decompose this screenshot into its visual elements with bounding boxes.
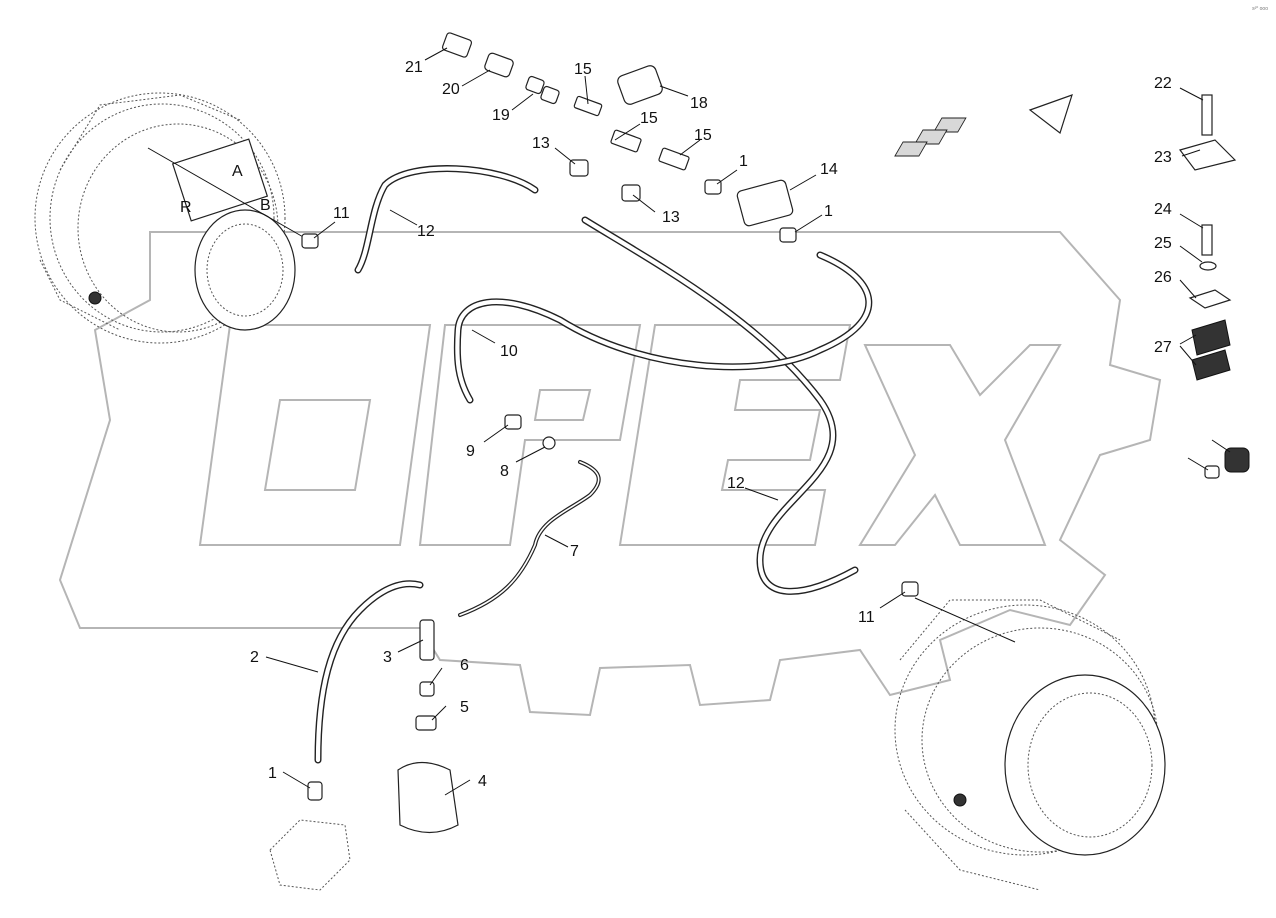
callout-labels: 21 20 19 15 18 15 15 13 13 1 14 1 11 12 … xyxy=(250,59,1172,790)
direction-arrow xyxy=(1028,94,1073,134)
callout-10: 10 xyxy=(500,343,518,360)
hose-10 xyxy=(453,251,873,404)
opex-watermark xyxy=(58,231,1162,717)
callout-9: 9 xyxy=(466,443,475,460)
callout-1-right: 1 xyxy=(824,203,833,220)
callout-11-right: 11 xyxy=(858,609,875,626)
callout-3: 3 xyxy=(383,649,392,666)
watermark-letter-o xyxy=(198,324,432,546)
hose-2 xyxy=(314,580,424,764)
corner-code-mark: s²⁰ ooo xyxy=(1252,6,1268,12)
callout-12-right: 12 xyxy=(727,475,745,492)
callout-13-top: 13 xyxy=(532,135,550,152)
hose-set xyxy=(314,165,873,764)
callout-21: 23 xyxy=(1154,149,1172,166)
fittings xyxy=(269,32,1250,891)
callout-24: 26 xyxy=(1154,269,1172,286)
callout-20: 22 xyxy=(1154,75,1172,92)
callout-18: 20 xyxy=(442,81,460,98)
watermark-letter-x xyxy=(858,344,1062,546)
watermark-letter-p xyxy=(418,324,642,546)
callout-15-top: 15 xyxy=(574,61,592,78)
callout-23: 25 xyxy=(1154,235,1172,252)
motor-port-mark-b: B xyxy=(260,197,271,214)
callout-17: 19 xyxy=(492,107,510,124)
watermark-gear-outline xyxy=(58,231,1162,717)
callout-7: 7 xyxy=(570,543,579,560)
callout-4: 4 xyxy=(478,773,487,790)
callout-8: 8 xyxy=(500,463,509,480)
callout-19: 21 xyxy=(405,59,423,76)
callout-13-lower: 13 xyxy=(662,209,680,226)
callout-16: 18 xyxy=(690,95,708,112)
callout-2: 2 xyxy=(250,649,259,666)
callout-1-top: 1 xyxy=(739,153,748,170)
watermark-letter-e xyxy=(618,324,852,546)
filter-canister xyxy=(397,761,459,834)
motor-port-mark-r: R xyxy=(180,199,192,216)
callout-14: 14 xyxy=(820,161,838,178)
callout-15-mid: 15 xyxy=(640,110,658,127)
callout-25: 27 xyxy=(1154,339,1172,356)
callout-12-left: 12 xyxy=(417,223,435,240)
motor-port-mark-a: A xyxy=(232,163,243,180)
callout-11-left: 11 xyxy=(333,205,350,222)
callout-6: 6 xyxy=(460,657,469,674)
pipe-7 xyxy=(458,460,601,617)
right-wheel-motor xyxy=(894,597,1166,891)
callout-1-bottom: 1 xyxy=(268,765,277,782)
callout-15-right: 15 xyxy=(694,127,712,144)
callout-5: 5 xyxy=(460,699,469,716)
left-wheel-motor: R A B xyxy=(34,92,306,344)
callout-22: 24 xyxy=(1154,201,1172,218)
leader-lines xyxy=(265,47,1231,796)
